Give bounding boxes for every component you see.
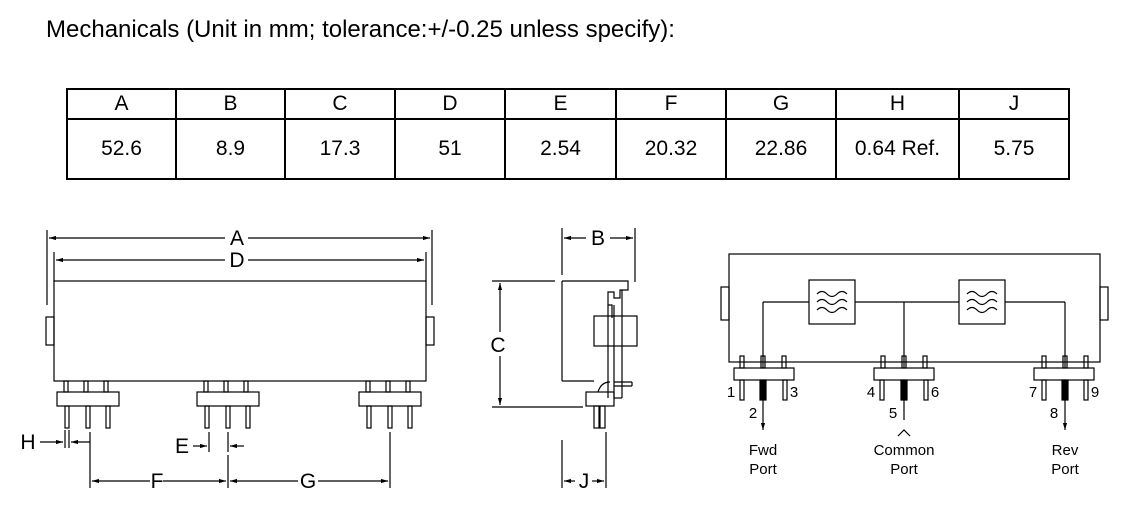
label-h: H [20, 431, 35, 454]
label-b: B [591, 227, 605, 250]
table-header-row: A B C D E F G H J [66, 88, 1070, 120]
mechanical-drawing: A D H E F G [20, 227, 1109, 493]
rev-port-label-line1: Rev [1052, 442, 1079, 459]
pin-numbers: 1 2 3 4 5 6 7 8 9 [727, 384, 1099, 422]
label-j: J [579, 470, 590, 493]
fwd-port-label-line1: Fwd [749, 442, 777, 459]
pin-label-4: 4 [867, 384, 875, 401]
front-connector-1 [56, 380, 120, 429]
front-view [40, 230, 435, 488]
pin-label-7: 7 [1029, 384, 1037, 401]
column-header-j: J [958, 88, 1070, 120]
port-labels: Fwd Port Common Port Rev Port [749, 442, 1080, 478]
label-d: D [229, 249, 244, 272]
column-header-g: G [725, 88, 837, 120]
schematic-connector-rev [1033, 355, 1095, 430]
table-row: 52.6 8.9 17.3 51 2.54 20.32 22.86 0.64 R… [66, 118, 1070, 180]
value-f: 20.32 [615, 118, 727, 180]
schematic-connector-fwd [733, 355, 795, 430]
rev-port-label-line2: Port [1051, 461, 1079, 478]
side-view [492, 228, 638, 488]
column-header-b: B [175, 88, 286, 120]
page-title: Mechanicals (Unit in mm; tolerance:+/-0.… [46, 16, 675, 43]
column-header-h: H [835, 88, 960, 120]
value-g: 22.86 [725, 118, 837, 180]
label-e: E [175, 435, 189, 458]
dimensions-table: A B C D E F G H J 52.6 8.9 17.3 51 2.54 … [66, 88, 1070, 180]
column-header-e: E [504, 88, 617, 120]
label-f: F [151, 470, 164, 493]
label-c: C [490, 334, 505, 357]
schematic-connector-common [873, 355, 935, 437]
front-connector-2 [196, 380, 260, 429]
pin-label-9: 9 [1091, 384, 1099, 401]
filter-icon-2 [958, 279, 1006, 325]
pin-label-8: 8 [1050, 405, 1058, 422]
column-header-f: F [615, 88, 727, 120]
value-c: 17.3 [284, 118, 396, 180]
pin-label-1: 1 [727, 384, 735, 401]
value-b: 8.9 [175, 118, 286, 180]
front-connector-3 [358, 380, 422, 429]
pin-label-3: 3 [790, 384, 798, 401]
pin-label-2: 2 [749, 405, 757, 422]
column-header-d: D [394, 88, 506, 120]
value-e: 2.54 [504, 118, 617, 180]
common-port-label-line1: Common [874, 442, 935, 459]
pin-label-5: 5 [889, 405, 897, 422]
pin-label-6: 6 [931, 384, 939, 401]
column-header-a: A [66, 88, 177, 120]
label-a: A [230, 227, 244, 250]
filter-icon-1 [808, 279, 856, 325]
value-j: 5.75 [958, 118, 1070, 180]
common-port-label-line2: Port [890, 461, 918, 478]
label-g: G [300, 470, 316, 493]
value-d: 51 [394, 118, 506, 180]
fwd-port-label-line2: Port [749, 461, 777, 478]
value-h: 0.64 Ref. [835, 118, 960, 180]
schematic-view [720, 253, 1109, 437]
column-header-c: C [284, 88, 396, 120]
value-a: 52.6 [66, 118, 177, 180]
